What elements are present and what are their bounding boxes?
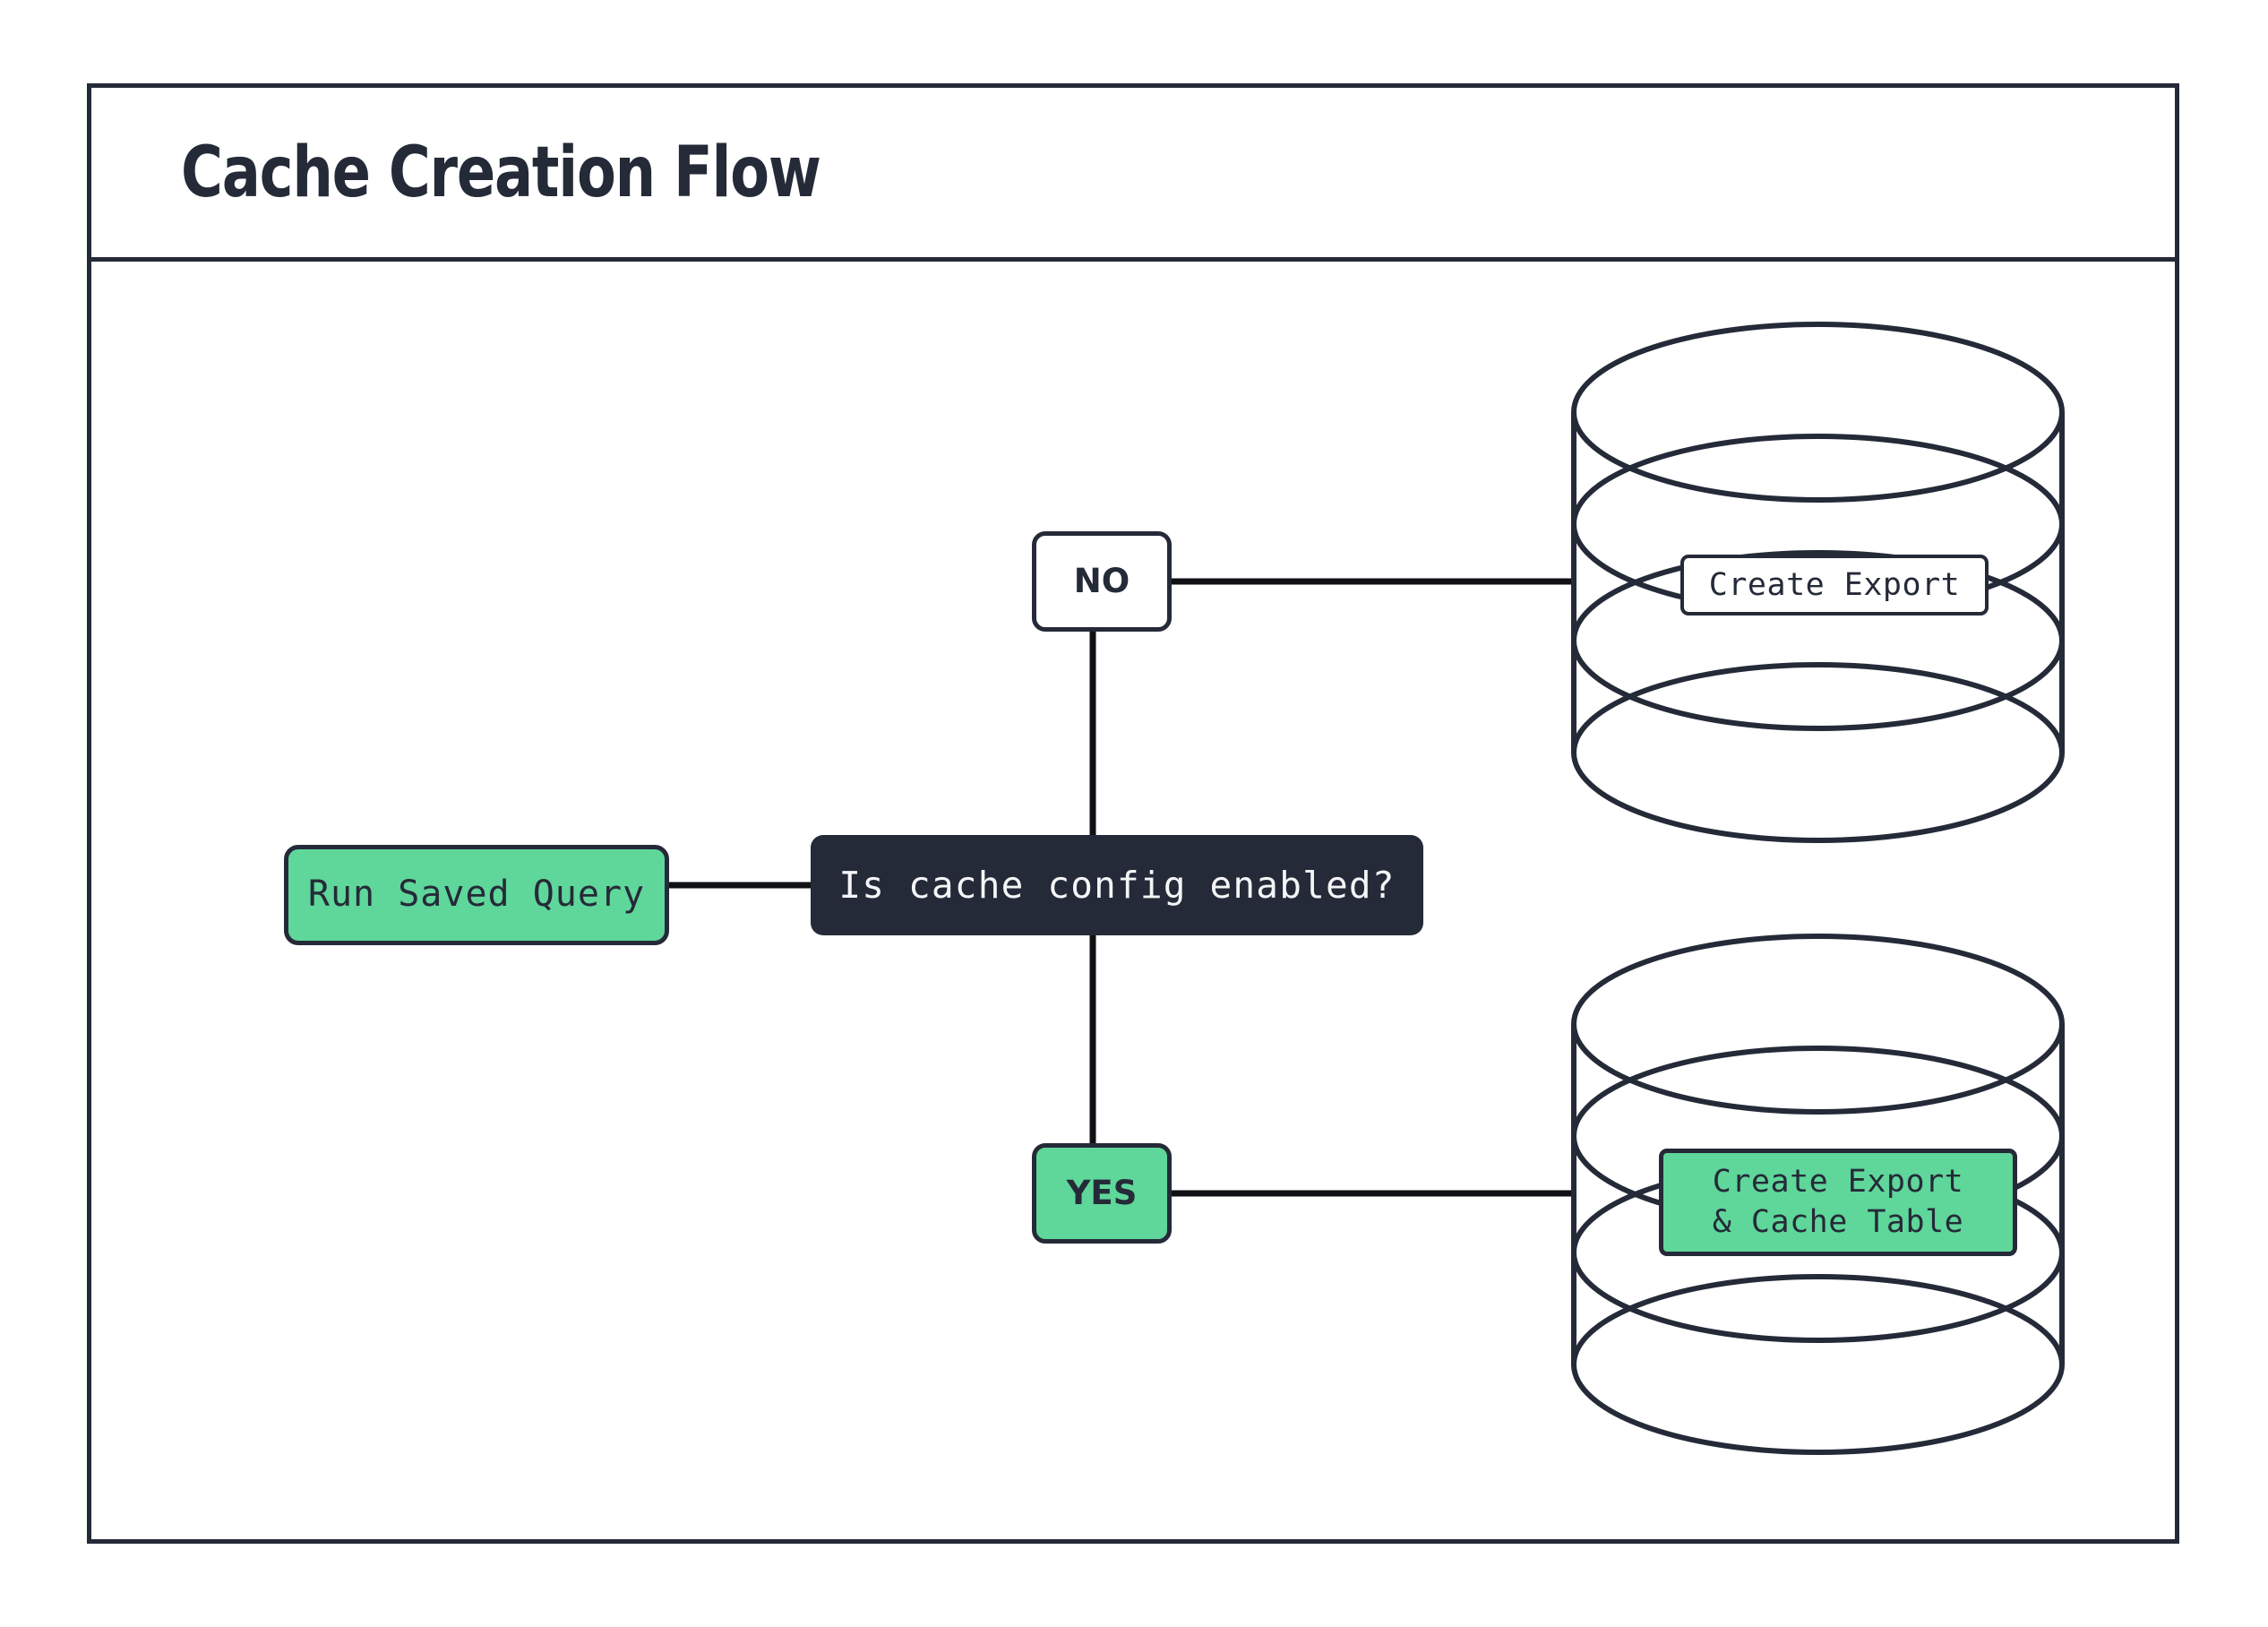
title-bar: Cache Creation Flow xyxy=(91,88,2175,262)
page-title: Cache Creation Flow xyxy=(181,132,821,213)
node-run-saved-query[interactable]: Run Saved Query xyxy=(284,845,669,945)
node-create-export[interactable]: Create Export xyxy=(1680,555,1989,616)
edge-label-yes[interactable]: YES xyxy=(1032,1143,1172,1244)
diagram-frame: Cache Creation Flow xyxy=(87,83,2179,1544)
node-create-export-and-cache-table[interactable]: Create Export & Cache Table xyxy=(1659,1149,2017,1256)
edge-label-no[interactable]: NO xyxy=(1032,531,1172,632)
node-decision-is-cache-config-enabled[interactable]: Is cache config enabled? xyxy=(811,835,1423,935)
